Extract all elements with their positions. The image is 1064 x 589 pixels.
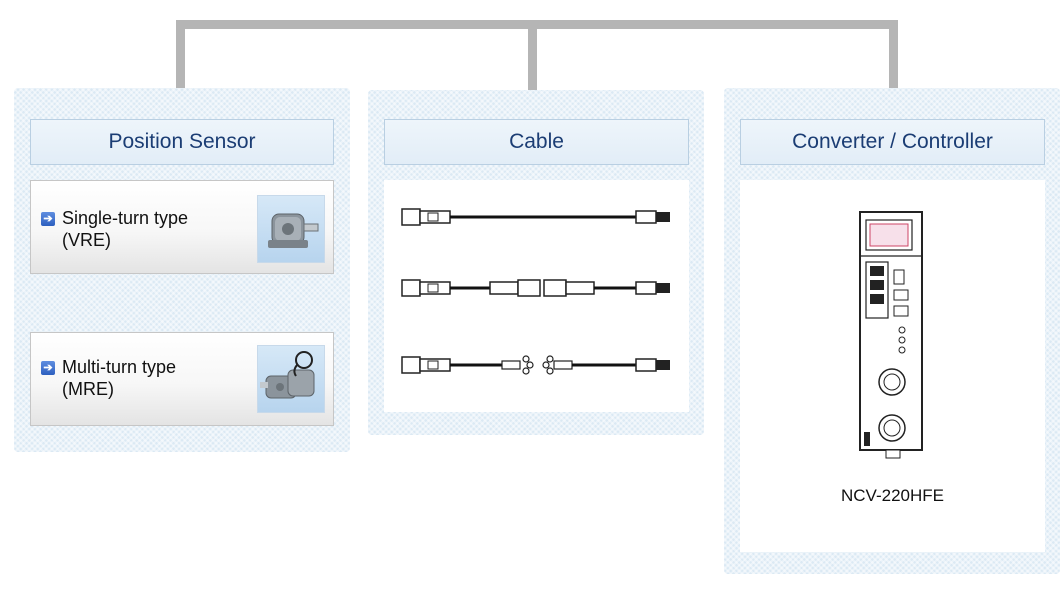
arrow-right-icon: ➔ xyxy=(41,361,55,375)
converter-unit-icon xyxy=(859,211,923,459)
extension-cable-icon xyxy=(401,279,670,297)
position-sensor-header: Position Sensor xyxy=(30,119,334,165)
converter-title: Converter / Controller xyxy=(792,130,993,153)
straight-cable-icon xyxy=(401,208,670,226)
cable-panel: Cable xyxy=(368,90,704,435)
cable-title: Cable xyxy=(509,130,564,153)
connector-right-drop xyxy=(889,20,898,90)
single-turn-name: Single-turn type xyxy=(62,208,189,228)
connector-left-drop xyxy=(176,20,185,90)
single-turn-card[interactable]: ➔ Single-turn type (VRE) xyxy=(30,180,334,274)
arrow-right-icon: ➔ xyxy=(41,212,55,226)
converter-image-box[interactable]: NCV-220HFE xyxy=(740,180,1045,552)
converter-model-label: NCV-220HFE xyxy=(841,486,944,505)
converter-header: Converter / Controller xyxy=(740,119,1045,165)
cable-variants-illustration xyxy=(401,208,670,375)
single-turn-label: Single-turn type (VRE) xyxy=(62,207,188,251)
cable-header: Cable xyxy=(384,119,689,165)
multiturn-sensor-photo-icon xyxy=(257,345,325,413)
split-lead-cable-icon xyxy=(401,355,670,375)
multi-turn-name: Multi-turn type xyxy=(62,357,177,377)
single-turn-code: (VRE) xyxy=(62,230,111,250)
multi-turn-code: (MRE) xyxy=(62,379,114,399)
multi-turn-label: Multi-turn type (MRE) xyxy=(62,356,176,400)
converter-panel: Converter / Controller NCV-220HFE xyxy=(724,88,1060,574)
connector-top-bar xyxy=(176,20,898,29)
position-sensor-title: Position Sensor xyxy=(108,130,256,153)
position-sensor-panel: Position Sensor ➔ Single-turn type (VRE)… xyxy=(14,88,350,452)
cable-image-box xyxy=(384,180,689,412)
multi-turn-card[interactable]: ➔ Multi-turn type (MRE) xyxy=(30,332,334,426)
rotary-sensor-photo-icon xyxy=(257,195,325,263)
connector-middle-drop xyxy=(528,20,537,92)
